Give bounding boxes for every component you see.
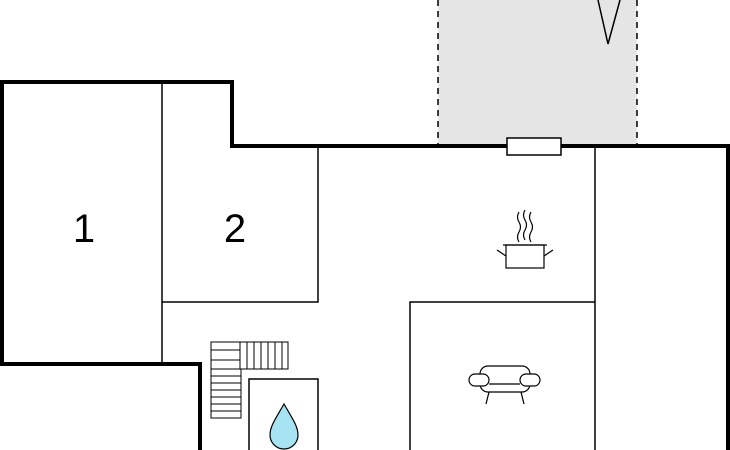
terrace-area <box>437 0 638 146</box>
cooking-pot-icon <box>496 209 554 269</box>
sofa-icon <box>468 365 541 405</box>
water-drop-icon <box>269 402 299 450</box>
interior-walls <box>161 82 596 450</box>
room-1-label: 1 <box>73 207 95 251</box>
outer-walls <box>0 80 730 450</box>
north-arrow-icon <box>597 0 621 45</box>
doorway <box>506 137 562 156</box>
room-2-label: 2 <box>224 207 246 251</box>
staircase-icon <box>210 341 289 419</box>
